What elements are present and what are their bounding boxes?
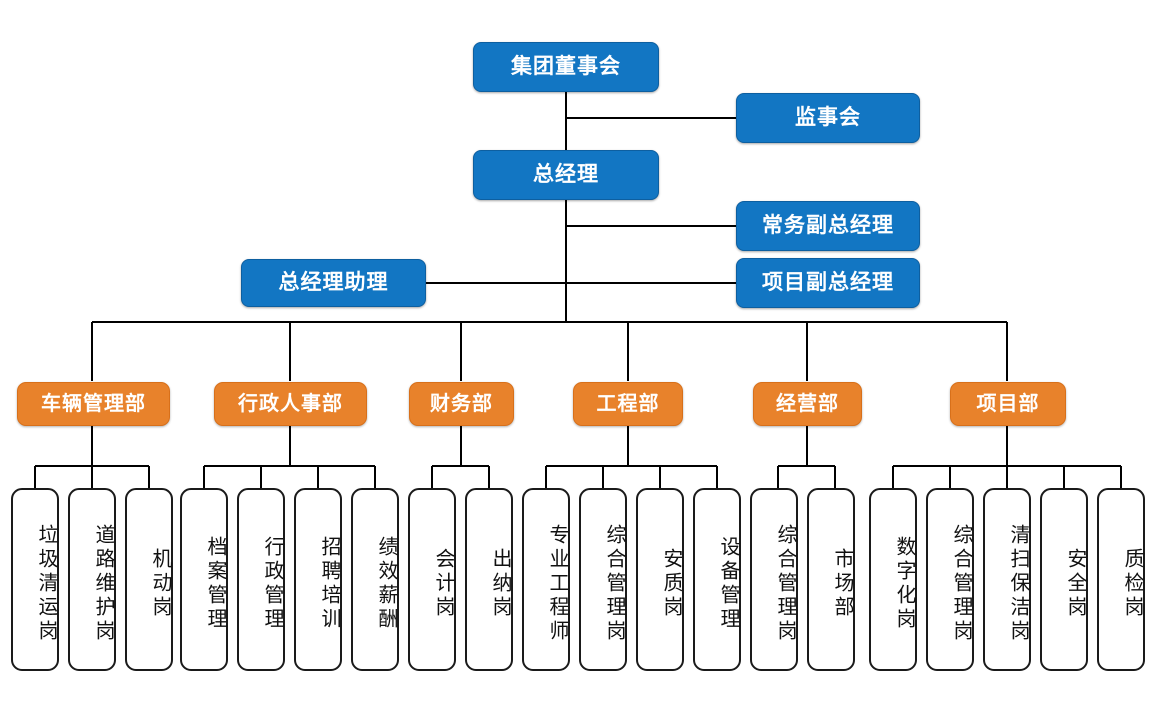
- node-board[interactable]: 集团董事会: [473, 42, 659, 92]
- node-position-administrative-management[interactable]: 行政管理: [237, 488, 285, 671]
- node-position-professional-engineer[interactable]: 专业工程师: [522, 488, 570, 671]
- node-department-admin-hr[interactable]: 行政人事部: [214, 382, 367, 426]
- node-department-vehicle[interactable]: 车辆管理部: [17, 382, 170, 426]
- node-position-quality-inspection[interactable]: 质检岗: [1097, 488, 1145, 671]
- node-position-road-maintenance[interactable]: 道路维护岗: [68, 488, 116, 671]
- node-position-cashier[interactable]: 出纳岗: [465, 488, 513, 671]
- node-position-safety-quality[interactable]: 安质岗: [636, 488, 684, 671]
- node-position-safety[interactable]: 安全岗: [1040, 488, 1088, 671]
- node-supervisory-board[interactable]: 监事会: [736, 93, 920, 143]
- node-position-cleaning-sanitation[interactable]: 清扫保洁岗: [983, 488, 1031, 671]
- node-department-project[interactable]: 项目部: [950, 382, 1066, 426]
- node-position-digitalization[interactable]: 数字化岗: [869, 488, 917, 671]
- node-department-operations[interactable]: 经营部: [753, 382, 862, 426]
- node-position-archives-management[interactable]: 档案管理: [180, 488, 228, 671]
- node-position-mobile-duty[interactable]: 机动岗: [125, 488, 173, 671]
- node-position-comprehensive-management-proj[interactable]: 综合管理岗: [926, 488, 974, 671]
- node-general-manager[interactable]: 总经理: [473, 150, 659, 200]
- node-position-performance-compensation[interactable]: 绩效薪酬: [351, 488, 399, 671]
- node-gm-assistant[interactable]: 总经理助理: [241, 259, 426, 307]
- node-position-marketing[interactable]: 市场部: [807, 488, 855, 671]
- node-department-engineering[interactable]: 工程部: [573, 382, 683, 426]
- node-position-equipment-management[interactable]: 设备管理: [693, 488, 741, 671]
- node-project-vice-gm[interactable]: 项目副总经理: [736, 258, 920, 308]
- node-position-comprehensive-management-eng[interactable]: 综合管理岗: [579, 488, 627, 671]
- node-position-recruitment-training[interactable]: 招聘培训: [294, 488, 342, 671]
- node-department-finance[interactable]: 财务部: [409, 382, 514, 426]
- node-position-garbage-transport[interactable]: 垃圾清运岗: [11, 488, 59, 671]
- node-position-accounting[interactable]: 会计岗: [408, 488, 456, 671]
- node-position-comprehensive-management-ops[interactable]: 综合管理岗: [750, 488, 798, 671]
- node-executive-vice-gm[interactable]: 常务副总经理: [736, 201, 920, 251]
